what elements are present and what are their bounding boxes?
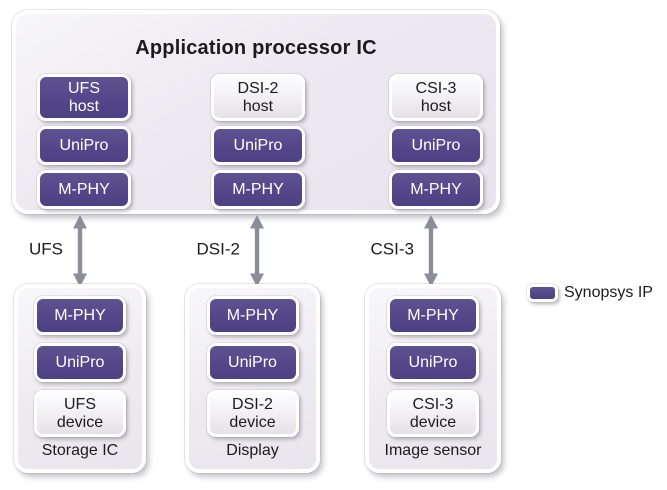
link-ufs: UFS: [29, 215, 89, 287]
chip-csi3-host: CSI-3 host: [389, 74, 483, 121]
chip-unipro: UniPro: [389, 126, 483, 165]
chip-mphy: M-PHY: [389, 170, 483, 209]
chip-mphy: M-PHY: [34, 296, 126, 335]
link-csi3: CSI-3: [371, 215, 440, 287]
processor-stack-ufs: UFS host UniPro M-PHY: [37, 74, 131, 209]
processor-stack-csi3: CSI-3 host UniPro M-PHY: [389, 74, 483, 209]
device-label-display: Display: [226, 442, 279, 459]
chip-mphy: M-PHY: [206, 296, 299, 335]
link-label-dsi2: DSI-2: [196, 239, 240, 259]
chip-ufs-host: UFS host: [37, 74, 131, 121]
chip-unipro: UniPro: [206, 343, 299, 382]
double-arrow-icon: [73, 215, 87, 287]
device-display-box: M-PHY UniPro DSI-2 device Display: [185, 284, 320, 473]
device-image-sensor-box: M-PHY UniPro CSI-3 device Image sensor: [365, 284, 501, 473]
link-label-ufs: UFS: [29, 239, 63, 259]
double-arrow-icon: [424, 215, 438, 287]
chip-csi3-device: CSI-3 device: [387, 390, 479, 437]
chip-unipro: UniPro: [37, 126, 131, 165]
legend: Synopsys IP: [527, 284, 653, 302]
device-label-image-sensor: Image sensor: [384, 442, 482, 459]
device-storage-ic-box: M-PHY UniPro UFS device Storage IC: [14, 284, 146, 473]
link-label-csi3: CSI-3: [370, 239, 414, 259]
processor-stack-dsi2: DSI-2 host UniPro M-PHY: [211, 74, 305, 209]
chip-unipro: UniPro: [34, 343, 126, 382]
chip-mphy: M-PHY: [37, 170, 131, 209]
chip-mphy: M-PHY: [387, 296, 479, 335]
device-label-storage-ic: Storage IC: [41, 442, 119, 459]
double-arrow-icon: [250, 215, 264, 287]
legend-label: Synopsys IP: [564, 284, 653, 301]
synopsys-ip-swatch-icon: [527, 284, 558, 302]
application-processor-box: Application processor IC UFS host UniPro…: [12, 10, 500, 214]
link-dsi2: DSI-2: [197, 215, 266, 287]
processor-title: Application processor IC: [135, 37, 377, 59]
chip-mphy: M-PHY: [211, 170, 305, 209]
chip-dsi2-host: DSI-2 host: [211, 74, 305, 121]
chip-dsi2-device: DSI-2 device: [206, 390, 299, 437]
chip-unipro: UniPro: [211, 126, 305, 165]
chip-unipro: UniPro: [387, 343, 479, 382]
chip-ufs-device: UFS device: [34, 390, 126, 437]
